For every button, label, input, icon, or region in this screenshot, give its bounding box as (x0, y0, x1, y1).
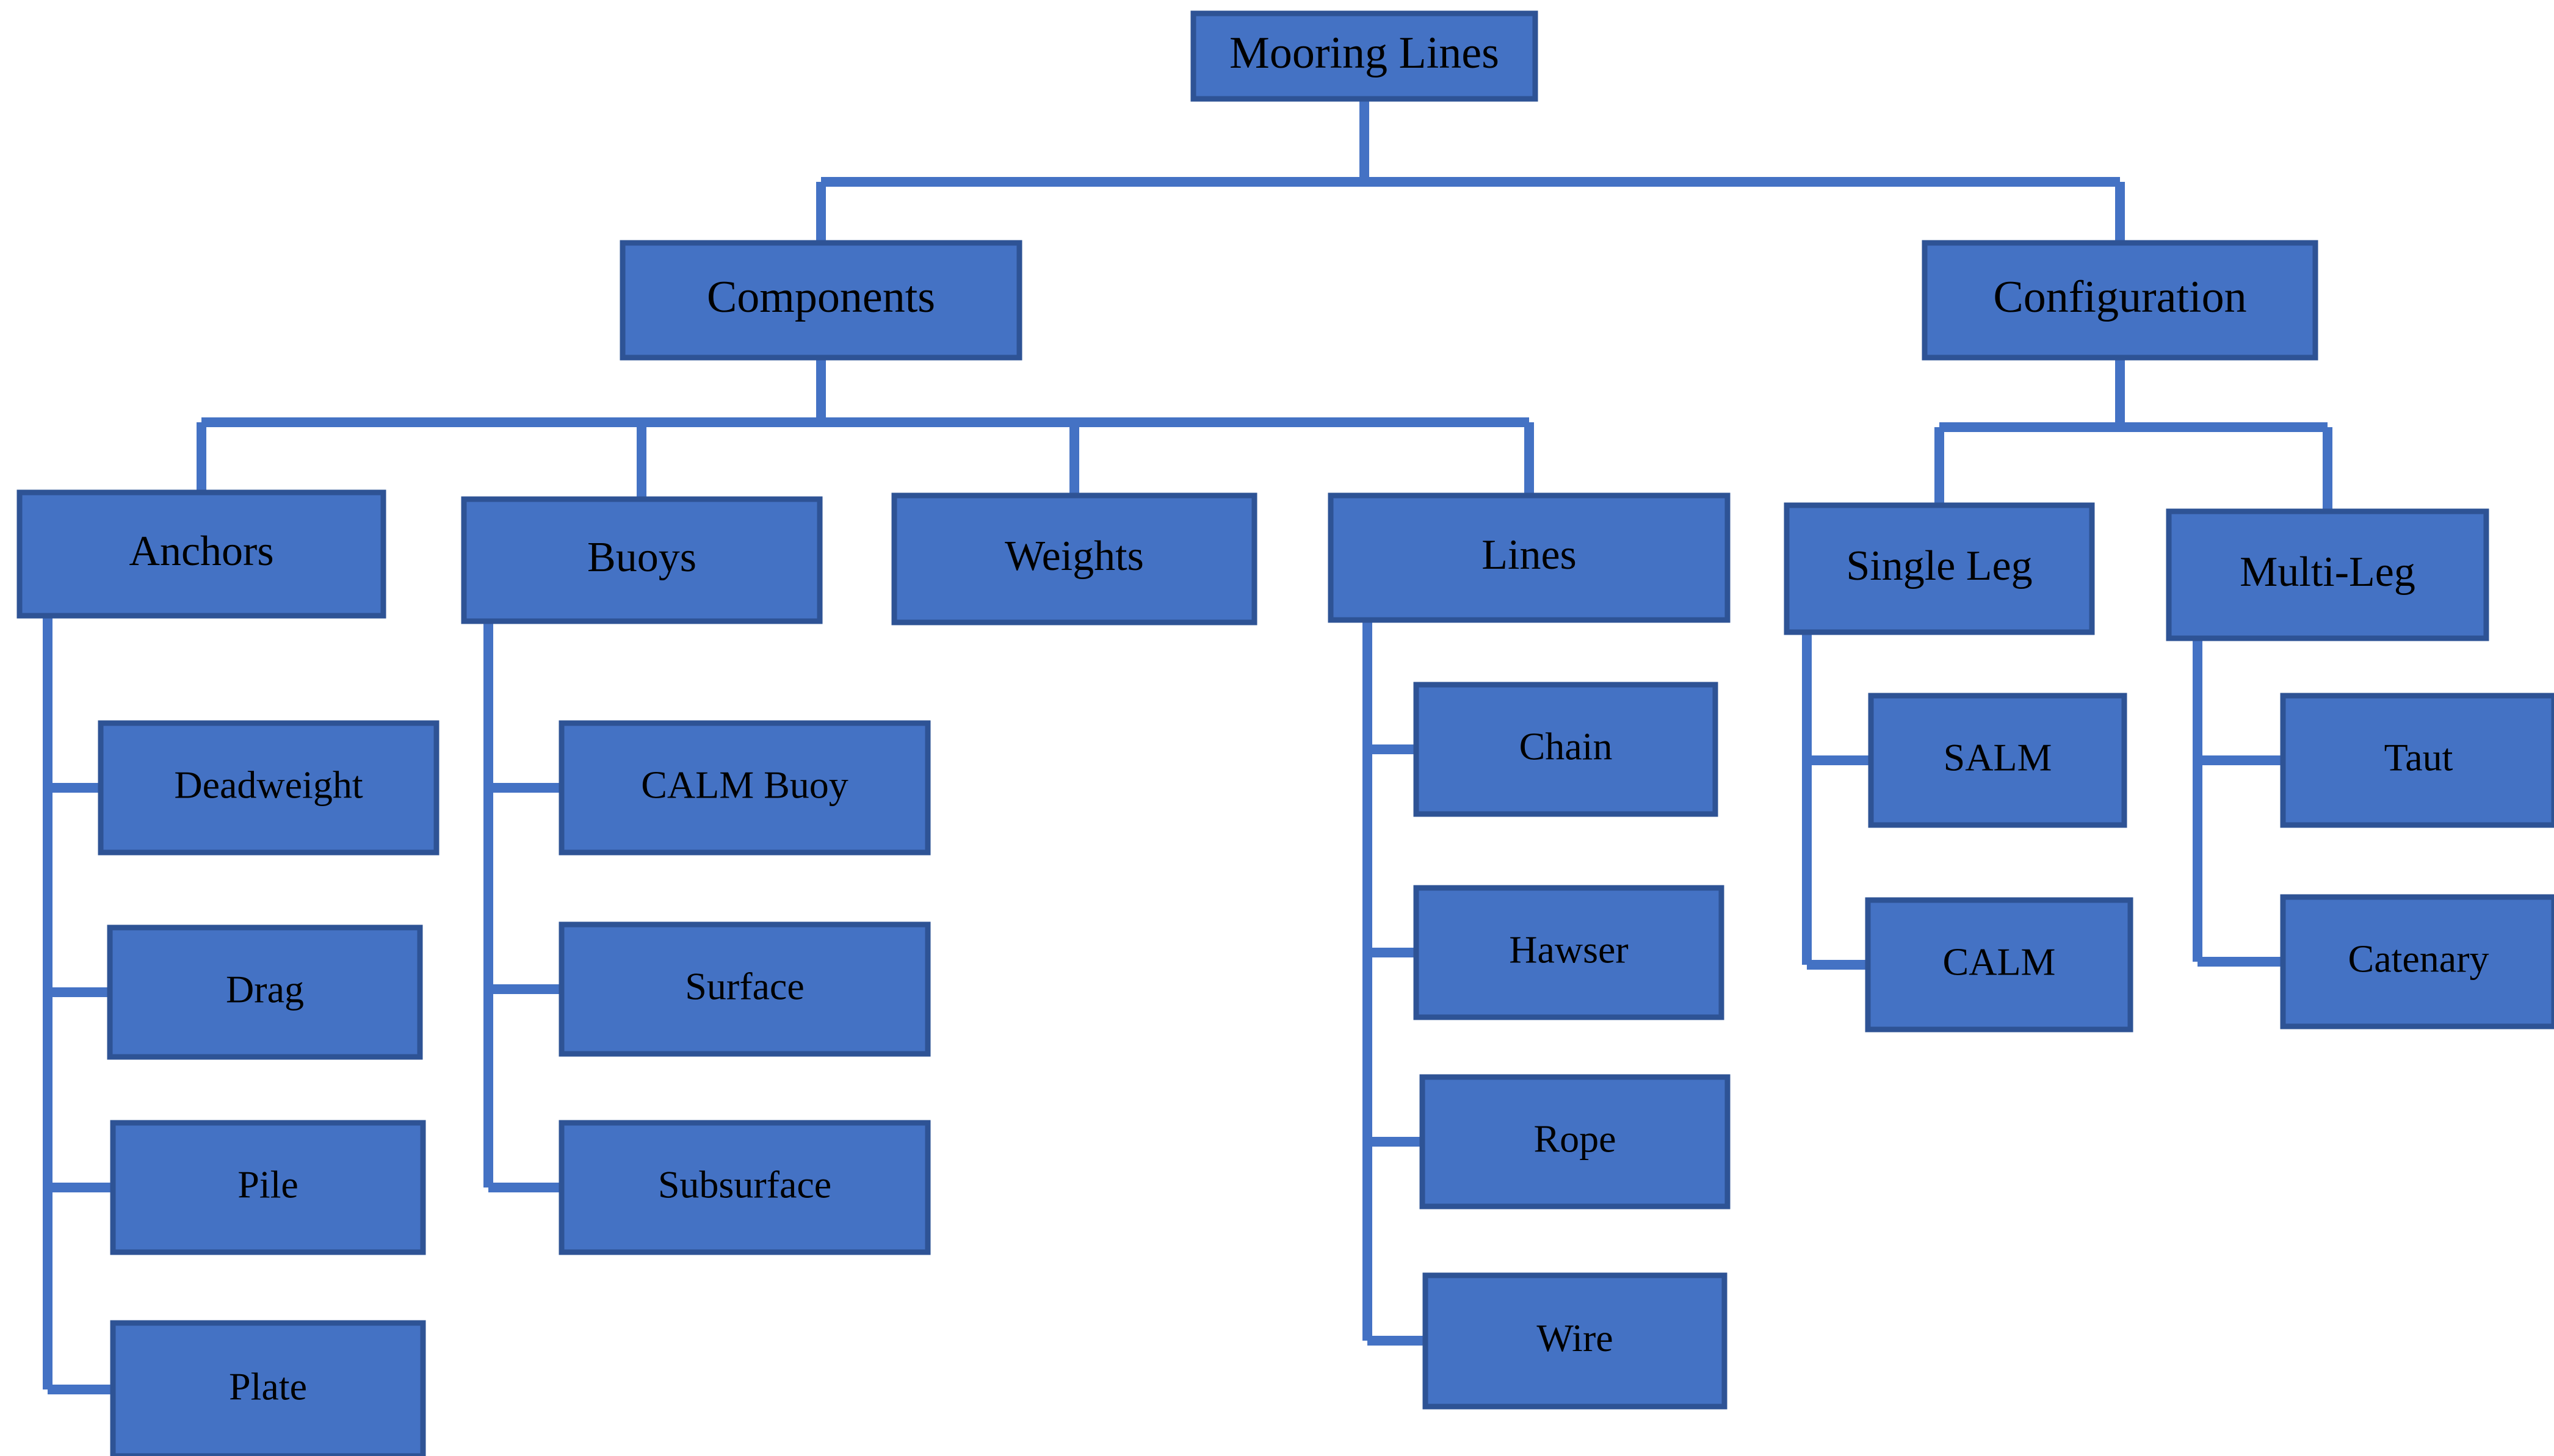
node-configuration[interactable]: Configuration (1922, 240, 2318, 361)
connector-buoys-trunk (483, 621, 562, 1192)
node-single-leg[interactable]: Single Leg (1784, 502, 2095, 635)
node-box-chain[interactable] (1413, 682, 1718, 817)
node-box-plate[interactable] (110, 1320, 426, 1456)
node-anchors[interactable]: Anchors (16, 489, 386, 619)
node-deadweight[interactable]: Deadweight (98, 720, 440, 856)
node-plate[interactable]: Plate (110, 1320, 426, 1456)
node-box-calm[interactable] (1865, 897, 2133, 1033)
node-salm[interactable]: SALM (1868, 693, 2127, 828)
node-box-catenary[interactable] (2280, 894, 2554, 1029)
node-calm-buoy[interactable]: CALM Buoy (559, 720, 931, 856)
node-components[interactable]: Components (620, 240, 1022, 361)
node-box-weights[interactable] (891, 492, 1257, 625)
node-box-multi-leg[interactable] (2166, 508, 2489, 641)
connector-lines-group (43, 99, 2332, 1394)
connector-root-to-level2 (816, 99, 2125, 243)
node-box-wire[interactable] (1422, 1272, 1727, 1410)
node-box-surface[interactable] (559, 921, 931, 1057)
connector-components-to-groups (197, 358, 1534, 499)
connector-configuration-to-groups (1934, 358, 2332, 511)
node-box-buoys[interactable] (461, 496, 823, 624)
node-box-drag[interactable] (107, 924, 423, 1060)
node-buoys[interactable]: Buoys (461, 496, 823, 624)
connector-multi-leg-trunk (2193, 638, 2283, 967)
node-subsurface[interactable]: Subsurface (559, 1120, 931, 1255)
node-wire[interactable]: Wire (1422, 1272, 1727, 1410)
connector-single-leg-trunk (1802, 632, 1871, 970)
node-box-anchors[interactable] (16, 489, 386, 619)
node-taut[interactable]: Taut (2280, 693, 2554, 828)
node-calm[interactable]: CALM (1865, 897, 2133, 1033)
node-surface[interactable]: Surface (559, 921, 931, 1057)
node-box-hawser[interactable] (1413, 885, 1724, 1020)
node-box-deadweight[interactable] (98, 720, 440, 856)
connector-lines-trunk (1362, 620, 1425, 1346)
node-box-taut[interactable] (2280, 693, 2554, 828)
node-box-components[interactable] (620, 240, 1022, 361)
node-box-calm-buoy[interactable] (559, 720, 931, 856)
node-box-lines[interactable] (1328, 492, 1731, 623)
node-catenary[interactable]: Catenary (2280, 894, 2554, 1029)
node-box-root[interactable] (1190, 10, 1538, 102)
node-rope[interactable]: Rope (1419, 1074, 1731, 1209)
connector-anchors-trunk (43, 616, 113, 1394)
node-box-rope[interactable] (1419, 1074, 1731, 1209)
node-box-single-leg[interactable] (1784, 502, 2095, 635)
node-box-pile[interactable] (110, 1120, 426, 1255)
node-box-subsurface[interactable] (559, 1120, 931, 1255)
node-weights[interactable]: Weights (891, 492, 1257, 625)
node-lines[interactable]: Lines (1328, 492, 1731, 623)
node-pile[interactable]: Pile (110, 1120, 426, 1255)
node-multi-leg[interactable]: Multi-Leg (2166, 508, 2489, 641)
node-hawser[interactable]: Hawser (1413, 885, 1724, 1020)
node-drag[interactable]: Drag (107, 924, 423, 1060)
node-root[interactable]: Mooring Lines (1190, 10, 1538, 102)
node-chain[interactable]: Chain (1413, 682, 1718, 817)
node-box-configuration[interactable] (1922, 240, 2318, 361)
node-box-salm[interactable] (1868, 693, 2127, 828)
